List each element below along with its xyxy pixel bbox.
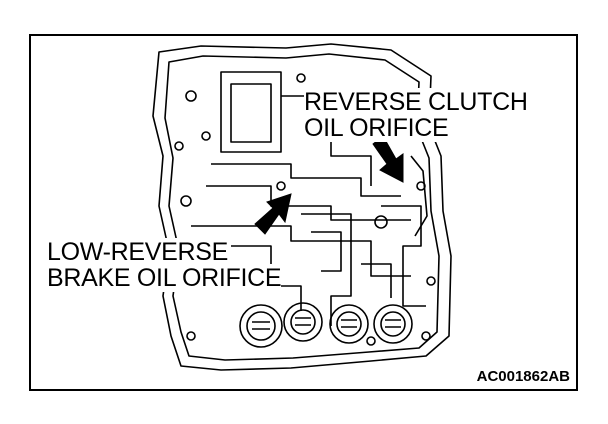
hole: [296, 73, 306, 83]
hole: [416, 181, 426, 191]
hole: [374, 215, 388, 229]
upper-block: [220, 71, 282, 153]
hole: [185, 90, 197, 102]
upper-channel-3: [206, 185, 411, 221]
reverse-clutch-label-line2: OIL ORIFICE: [304, 114, 449, 142]
low-reverse-label-line2: BRAKE OIL ORIFICE: [47, 264, 282, 292]
mid-channel-6: [361, 263, 392, 298]
mid-channel-1: [191, 225, 411, 277]
upper-channel-2: [211, 163, 401, 197]
housing-outline: [152, 43, 452, 371]
hole: [201, 131, 211, 141]
reverse-clutch-label-line1: REVERSE CLUTCH: [304, 88, 528, 116]
hole: [174, 141, 184, 151]
hole: [276, 181, 286, 191]
arrow-low-reverse: [254, 193, 292, 235]
low-reverse-label-line1: LOW-REVERSE: [47, 238, 229, 266]
mid-channel-2: [301, 213, 352, 326]
housing-inner-outline: [164, 53, 440, 361]
mid-channel-4: [381, 205, 426, 307]
figure-code: AC001862AB: [476, 368, 570, 385]
plug-ring: [239, 304, 283, 348]
figure-frame: REVERSE CLUTCH OIL ORIFICE LOW-REVERSE B…: [29, 34, 578, 391]
hole: [186, 331, 196, 341]
right-channel: [410, 155, 428, 237]
plug-ring: [283, 302, 323, 342]
plug-ring: [329, 304, 369, 344]
upper-block-inner: [230, 83, 272, 143]
hole: [426, 276, 436, 286]
mid-channel-3: [311, 231, 342, 272]
plug-ring: [373, 304, 413, 344]
valve-body-drawing: [152, 43, 452, 371]
hole: [180, 195, 192, 207]
hole: [421, 331, 431, 341]
arrow-reverse-clutch: [372, 135, 404, 183]
hole: [366, 336, 376, 346]
